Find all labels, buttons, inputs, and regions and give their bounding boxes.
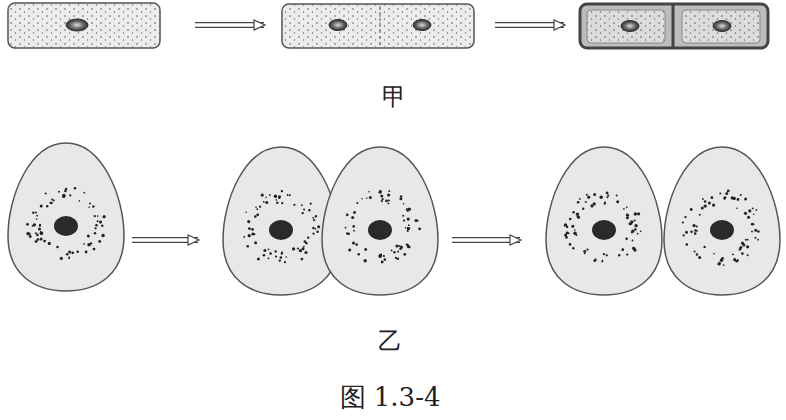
animal-cell [322, 147, 438, 295]
animal-cell [8, 143, 124, 291]
animal-cell [223, 147, 339, 295]
figure-part-label: 乙 [378, 328, 402, 354]
plant-cell-row [8, 3, 768, 48]
animal-cell [664, 147, 780, 295]
animal-cell-row [8, 143, 780, 295]
animal-cell [546, 147, 662, 295]
figure-caption: 图 1.3-4 [340, 383, 441, 412]
figure-part-label: 甲 [382, 84, 406, 110]
